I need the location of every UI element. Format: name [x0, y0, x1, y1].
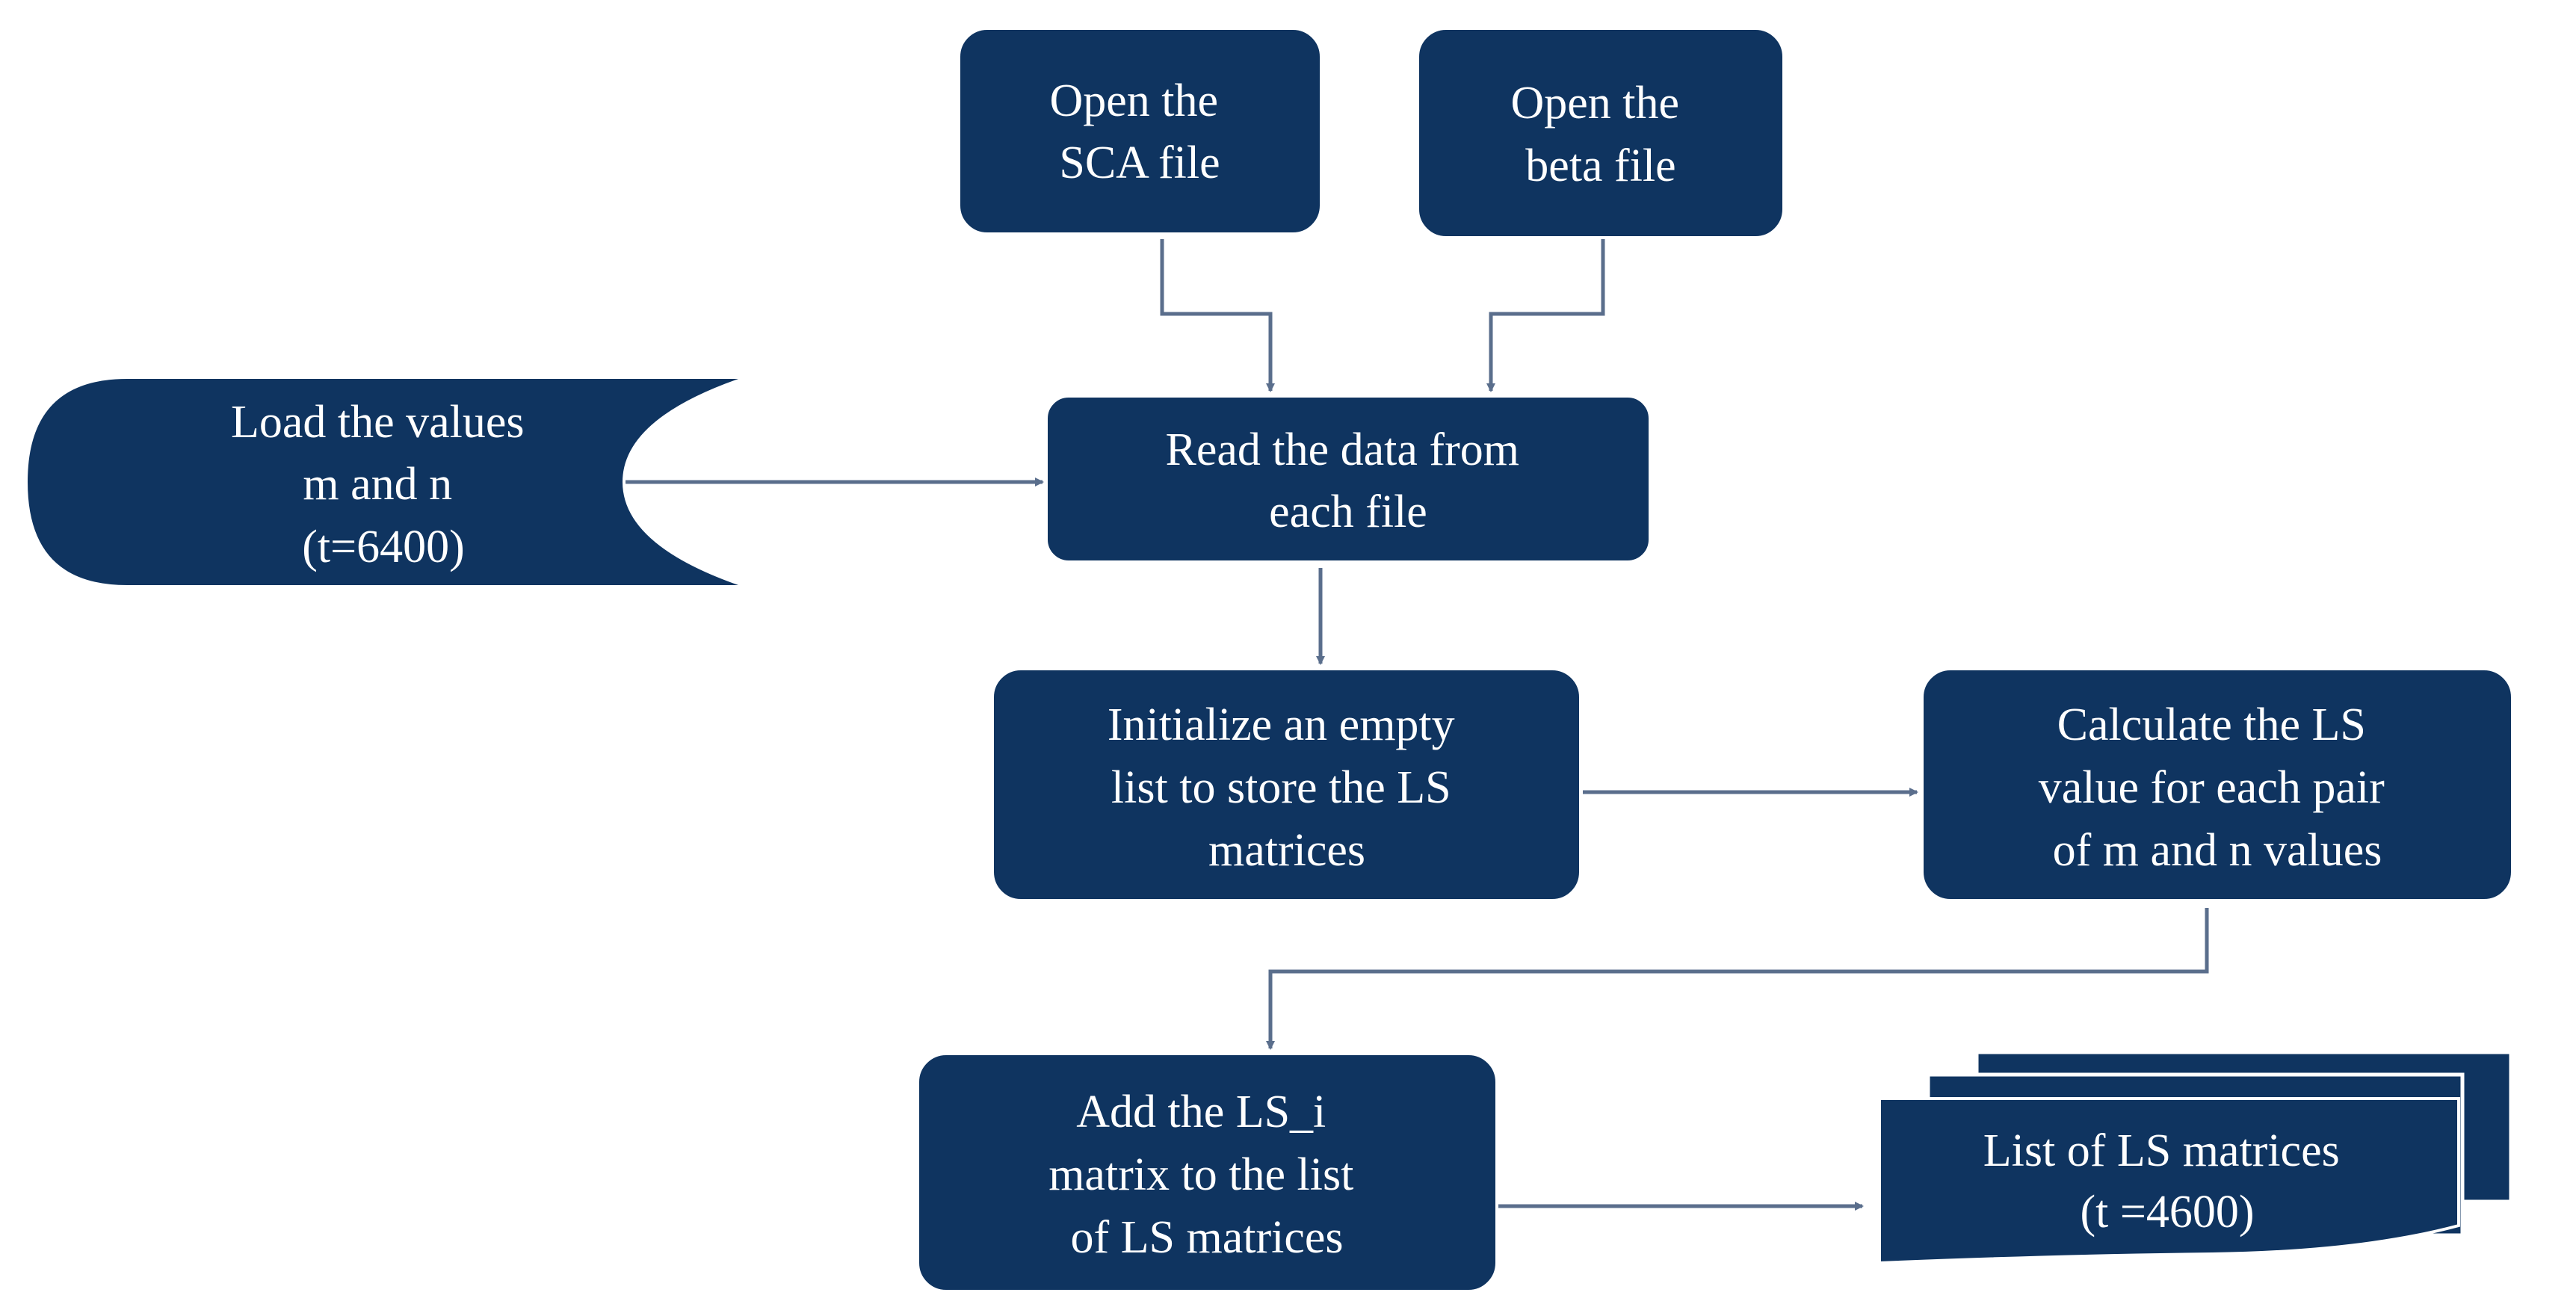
connector-sca-to-read: [1160, 239, 1275, 392]
node-ls-list: List of LS matrices (t =4600): [1878, 1050, 2513, 1265]
node-add-matrix: Add the LS_i matrix to the list of LS ma…: [916, 1052, 1498, 1293]
node-label-line: Read the data from: [1166, 424, 1519, 475]
node-add-matrix-box: [916, 1052, 1498, 1293]
node-open-beta-file-box: [1416, 27, 1785, 239]
node-calculate-ls-label: Calculate the LS value for each pair of …: [2039, 699, 2397, 876]
node-read-data-box: [1045, 395, 1652, 563]
node-label-line: (t=6400): [302, 522, 464, 572]
node-label-line: matrices: [1208, 825, 1365, 876]
node-read-data: Read the data from each file: [1045, 395, 1652, 563]
connector-beta-to-read: [1486, 239, 1605, 392]
node-open-beta-file: Open the beta file: [1416, 27, 1785, 239]
node-label-line: list to store the LS: [1111, 762, 1451, 813]
node-label-line: Initialize an empty: [1108, 699, 1455, 750]
node-load-values-shape: [24, 376, 748, 588]
node-label-line: m and n: [303, 459, 452, 510]
node-label-line: of m and n values: [2053, 825, 2382, 876]
node-open-sca-file-label: Open the SCA file: [1049, 75, 1229, 188]
node-load-values: Load the values m and n (t=6400): [24, 376, 748, 588]
document-stack-front: [1878, 1097, 2460, 1265]
node-initialize-list-box: [991, 667, 1582, 902]
node-label-line: SCA file: [1059, 138, 1220, 188]
node-add-matrix-label: Add the LS_i matrix to the list of LS ma…: [1048, 1087, 1365, 1263]
node-label-line: of LS matrices: [1070, 1212, 1343, 1263]
node-label-line: Calculate the LS: [2057, 699, 2366, 750]
node-open-beta-file-label: Open the beta file: [1510, 78, 1690, 191]
node-initialize-list-label: Initialize an empty list to store the LS…: [1108, 699, 1466, 876]
node-open-sca-file-box: [957, 27, 1323, 235]
node-label-line: beta file: [1525, 140, 1675, 191]
node-label-line: Open the: [1049, 75, 1218, 126]
node-read-data-label: Read the data from each file: [1166, 424, 1531, 537]
node-label-line: Load the values: [231, 397, 525, 448]
node-label-line: Open the: [1510, 78, 1679, 129]
node-label-line: List of LS matrices: [1983, 1125, 2340, 1176]
node-label-line: (t =4600): [2081, 1187, 2255, 1238]
node-ls-list-label: List of LS matrices (t =4600): [1983, 1125, 2351, 1238]
node-calculate-ls-box: [1921, 667, 2514, 902]
node-label-line: value for each pair: [2039, 762, 2385, 813]
node-open-sca-file: Open the SCA file: [957, 27, 1323, 235]
node-label-line: each file: [1269, 486, 1427, 537]
connectors: [624, 239, 2209, 1211]
node-calculate-ls: Calculate the LS value for each pair of …: [1921, 667, 2514, 902]
node-label-line: matrix to the list: [1048, 1149, 1353, 1200]
node-initialize-list: Initialize an empty list to store the LS…: [991, 667, 1582, 902]
node-load-values-label: Load the values m and n (t=6400): [231, 397, 536, 572]
connector-calculate-to-add: [1266, 908, 2209, 1050]
node-label-line: Add the LS_i: [1076, 1087, 1326, 1137]
